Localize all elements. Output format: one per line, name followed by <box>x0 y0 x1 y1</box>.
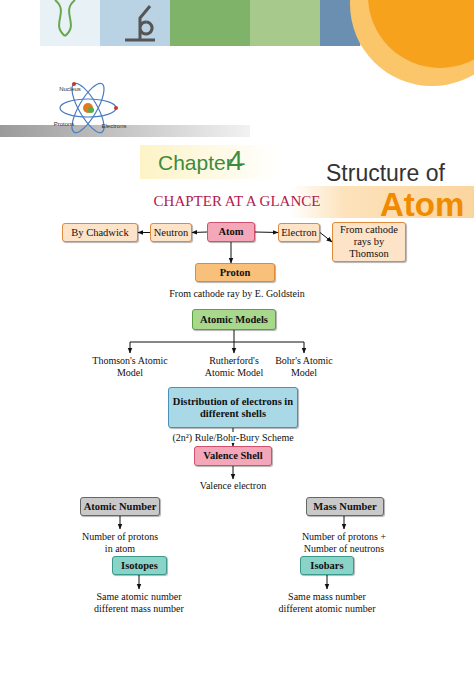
text-label: CHAPTER AT A GLANCE <box>87 193 387 210</box>
microscope-icon <box>125 6 155 40</box>
concept-box: From cathode rays by Thomson <box>332 222 406 262</box>
text-label: Bohr's Atomic Model <box>272 355 336 378</box>
text-label: From cathode ray by E. Goldstein <box>117 288 357 300</box>
text-label: Chapter - <box>158 151 238 175</box>
text-label: Atom <box>380 186 474 224</box>
text-label: Same mass number different atomic number <box>272 591 382 614</box>
concept-box: Isotopes <box>112 556 167 575</box>
concept-box: Valence Shell <box>194 446 272 466</box>
text-label: Number of protons in atom <box>80 531 160 554</box>
box-text: Valence Shell <box>203 450 262 462</box>
box-text: Atomic Number <box>84 501 157 513</box>
banner-photo <box>40 0 100 46</box>
text-label: Valence electron <box>173 480 293 492</box>
arrow-connector <box>192 232 207 234</box>
text-label: Structure of <box>326 160 474 186</box>
concept-box: Atomic Models <box>192 309 276 330</box>
concept-box: Isobars <box>300 556 354 575</box>
arrow-connector <box>138 232 150 233</box>
box-text: Distribution of electrons in different s… <box>171 396 295 420</box>
box-text: Isotopes <box>121 560 158 572</box>
text-label: Same atomic number different mass number <box>84 591 194 614</box>
arrow-connector <box>231 242 232 263</box>
box-text: From cathode rays by Thomson <box>335 224 403 260</box>
dna-helix <box>55 0 75 36</box>
banner-photo <box>100 0 170 46</box>
header-band <box>140 145 280 179</box>
concept-box: Atomic Number <box>80 497 160 516</box>
text-label: Electrons <box>94 123 134 130</box>
arrow-connector <box>320 233 332 243</box>
concept-box: Mass Number <box>306 497 384 516</box>
text-label: Number of protons + Number of neutrons <box>289 531 399 554</box>
box-text: Atomic Models <box>200 314 268 326</box>
text-label: Thomson's Atomic Model <box>90 355 170 378</box>
text-label: Nucleus <box>50 86 90 93</box>
concept-box: Neutron <box>150 223 192 242</box>
box-text: Isobars <box>310 560 343 572</box>
orange-disc <box>350 0 474 86</box>
arrow-connector <box>255 232 278 234</box>
box-text: Neutron <box>154 227 188 239</box>
concept-box: Electron <box>278 223 320 242</box>
box-text: By Chadwick <box>71 227 128 239</box>
concept-box: Distribution of electrons in different s… <box>168 387 298 428</box>
banner-photo <box>170 0 250 46</box>
text-label: Protons <box>44 121 84 128</box>
orange-disc <box>368 0 474 68</box>
text-label: 4 <box>228 146 258 177</box>
concept-box: By Chadwick <box>62 223 138 242</box>
banner-photo <box>250 0 320 46</box>
box-text: Electron <box>281 227 317 239</box>
box-text: Proton <box>220 267 251 279</box>
box-text: Mass Number <box>313 501 376 513</box>
concept-box: Atom <box>207 222 255 242</box>
text-label: Rutherford's Atomic Model <box>194 355 274 378</box>
box-text: Atom <box>218 226 243 238</box>
concept-box: Proton <box>195 263 275 282</box>
edge-label: (2n²) Rule/Bohr-Bury Scheme <box>171 432 296 443</box>
